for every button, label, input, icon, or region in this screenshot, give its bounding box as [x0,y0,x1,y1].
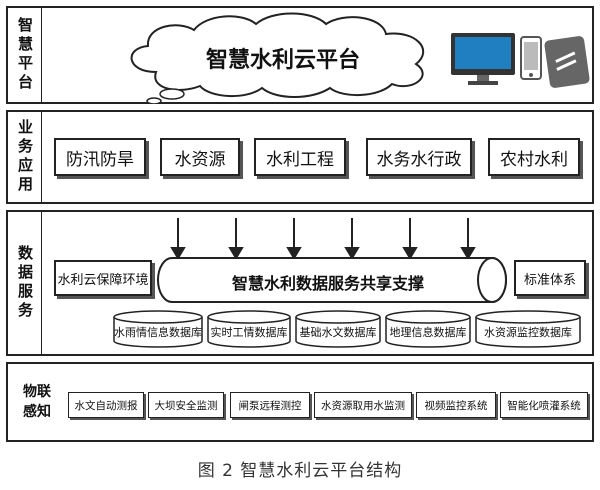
cloud-security-box: 水利云保障环境 [54,260,152,296]
down-arrow-icon [170,218,476,260]
layer-label-smart: 智慧平台 [8,8,42,102]
layer-label-business: 业务应用 [8,112,42,202]
tablet-icon [544,36,590,88]
database-hydrology-rain: 水雨情信息数据库 [112,310,204,348]
business-box-water-resources: 水资源 [160,138,240,176]
database-label: 水雨情信息数据库 [114,326,202,339]
data-sharing-cylinder [157,257,507,303]
sensing-box-video: 视频监控系统 [416,392,496,418]
database-water-monitoring: 水资源监控数据库 [474,310,582,348]
cloud-title: 智慧水利云平台 [205,48,360,73]
smart-platform-label: 智慧平台 [16,17,34,93]
iot-sensing-layer: 物联 感知 水文自动测报 大坝安全监测 闸泵远程测控 水资源取用水监测 视频监控… [6,362,594,442]
sensing-box-dam-safety: 大坝安全监测 [148,392,224,418]
business-box-administration: 水务水行政 [366,138,472,176]
business-box-rural: 农村水利 [488,138,580,176]
figure-caption: 图 2 智慧水利云平台结构 [197,461,403,481]
sensing-box-irrigation: 智能化喷灌系统 [500,392,588,418]
smart-platform-layer: 智慧平台 智慧水利云平台 [6,6,594,104]
database-realtime-work: 实时工情数据库 [206,310,292,348]
iot-sensing-label: 物联 感知 [23,384,51,420]
data-service-label: 数据服务 [16,245,34,321]
business-app-label: 业务应用 [16,119,34,195]
database-label: 地理信息数据库 [389,326,467,339]
cloud-icon [130,12,424,104]
layer-label-sensing: 物联 感知 [8,364,66,440]
sensing-box-water-intake: 水资源取用水监测 [314,392,412,418]
sensing-box-hydrology-forecast: 水文自动测报 [68,392,144,418]
database-label: 基础水文数据库 [299,326,377,339]
monitor-icon [451,33,515,85]
data-service-layer: 数据服务 水利云保障环境 智慧水利数据服务共享支撑 标准体系 水雨情信息数据库 … [6,210,594,356]
data-sharing-title: 智慧水利数据服务共享支撑 [231,274,424,293]
business-box-flood: 防汛防旱 [54,138,146,176]
business-app-layer: 业务应用 防汛防旱 水资源 水利工程 水务水行政 农村水利 [6,110,594,204]
database-geographic: 地理信息数据库 [384,310,472,348]
sensing-box-gate-pump: 闸泵远程测控 [230,392,310,418]
business-box-engineering: 水利工程 [254,138,346,176]
standards-box: 标准体系 [514,260,586,296]
database-label: 实时工情数据库 [210,326,288,339]
phone-icon [520,36,542,80]
database-basic-hydrology: 基础水文数据库 [294,310,382,348]
layer-label-data: 数据服务 [8,212,42,354]
database-label: 水资源监控数据库 [484,326,572,339]
